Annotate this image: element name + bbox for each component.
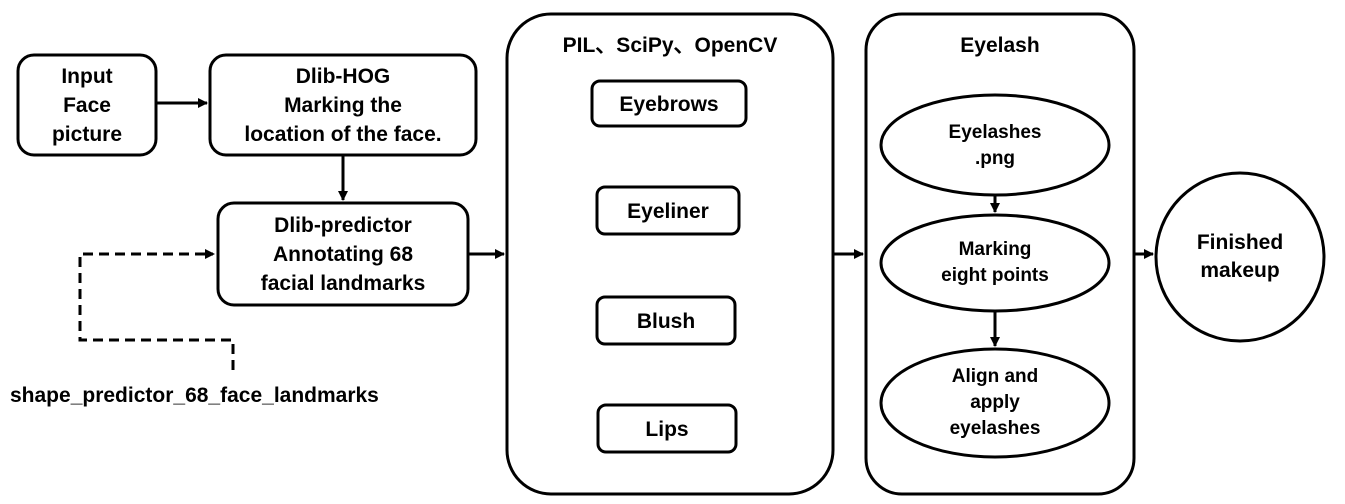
finished-line-2: makeup [1200, 259, 1279, 282]
eyelashes-png-line-1: Eyelashes [949, 122, 1042, 143]
lips-label: Lips [645, 418, 688, 441]
eyelash-group: Eyelash Eyelashes .png Marking eight poi… [864, 12, 1136, 496]
align-apply-line-3: eyelashes [950, 418, 1041, 439]
dashed-model-to-predictor [78, 252, 235, 370]
dlib-hog-line-3: location of the face. [244, 123, 441, 146]
eyeliner-box [595, 185, 741, 236]
blush-box [595, 295, 737, 346]
dlib-predictor-line-3: facial landmarks [261, 272, 426, 295]
finished-line-1: Finished [1197, 231, 1283, 254]
align-apply-line-2: apply [970, 392, 1020, 413]
input-line-2: Face [63, 94, 111, 117]
marking-points-line-1: Marking [959, 239, 1032, 260]
eyeliner-label: Eyeliner [627, 200, 709, 223]
input-node: Input Face picture [16, 53, 158, 157]
eyelash-group-title: Eyelash [960, 34, 1039, 57]
input-line-1: Input [61, 65, 112, 88]
eyelashes-png-line-2: .png [975, 148, 1015, 169]
input-line-3: picture [52, 123, 122, 146]
pil-scipy-opencv-group: PIL、SciPy、OpenCV Eyebrows Eyeliner Blush… [505, 12, 835, 496]
dlib-predictor-line-2: Annotating 68 [273, 243, 413, 266]
blush-label: Blush [637, 310, 695, 333]
pil-group-title: PIL、SciPy、OpenCV [563, 34, 778, 57]
marking-points-line-2: eight points [941, 265, 1049, 286]
dashed-arrowhead [205, 249, 215, 259]
dlib-hog-node: Dlib-HOG Marking the location of the fac… [208, 53, 478, 157]
dlib-hog-line-2: Marking the [284, 94, 402, 117]
dlib-hog-line-1: Dlib-HOG [296, 65, 391, 88]
lips-box [596, 403, 738, 454]
eyebrows-label: Eyebrows [619, 93, 718, 116]
model-file-label: shape_predictor_68_face_landmarks [10, 384, 379, 407]
dlib-predictor-node: Dlib-predictor Annotating 68 facial land… [216, 201, 470, 307]
align-apply-line-1: Align and [952, 366, 1039, 387]
eyebrows-box [590, 79, 748, 128]
dlib-predictor-line-1: Dlib-predictor [274, 214, 412, 237]
align-apply-ellipse [879, 347, 1111, 459]
eyelashes-png-ellipse [879, 93, 1111, 197]
marking-points-ellipse [879, 213, 1111, 313]
finished-makeup-node: Finished makeup [1154, 171, 1326, 343]
